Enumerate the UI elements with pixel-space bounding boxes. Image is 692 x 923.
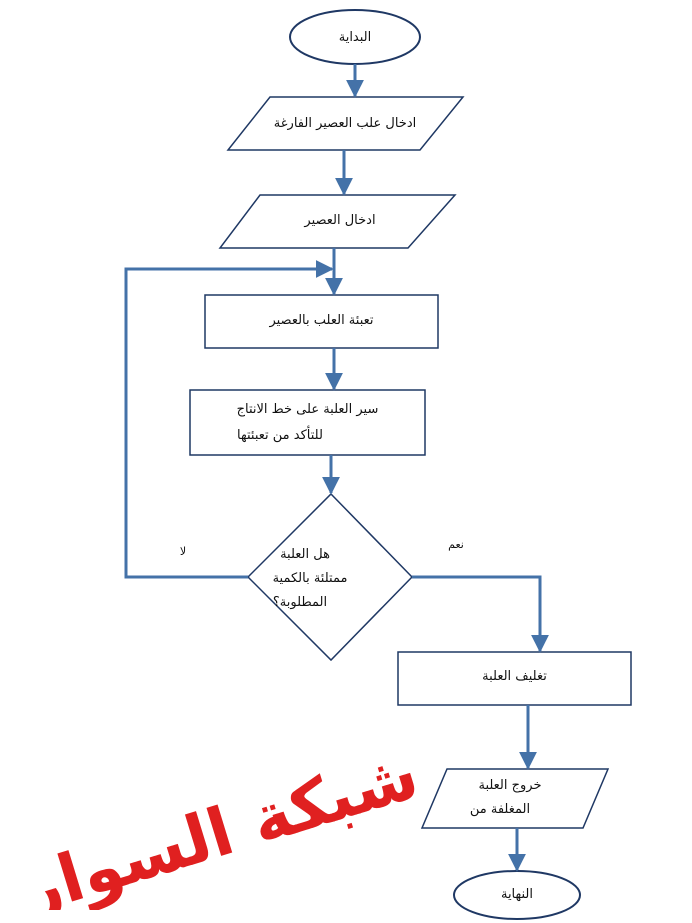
watermark-text: شبكة السوار — [22, 760, 422, 910]
conveyor-label-line2: للتأكد من تعبئتها — [237, 428, 323, 443]
decision-label-line3: المطلوبة؟ — [272, 595, 328, 610]
arrow-yes-to-wrap — [412, 575, 549, 653]
end-label: النهاية — [500, 887, 534, 902]
exit-can-label-line2: المغلفة من — [469, 802, 531, 817]
watermark: شبكة السوار — [22, 760, 422, 910]
branch-no-label: لا — [179, 545, 187, 558]
conveyor-label-line1: سير العلبة على خط الانتاج — [236, 402, 379, 417]
connectors — [124, 64, 549, 872]
exit-can-shape — [420, 768, 610, 829]
fill-cans-label: تعبئة العلب بالعصير — [269, 313, 374, 328]
input-juice-shape — [218, 194, 457, 249]
input-juice-label: ادخال العصير — [304, 213, 376, 228]
decision-label-line1: هل العلبة — [280, 547, 330, 562]
conveyor-box — [189, 389, 426, 456]
decision-diamond — [246, 492, 414, 662]
wrap-can-box — [397, 651, 632, 706]
input-empty-cans-shape — [226, 96, 465, 151]
branch-yes-label: نعم — [448, 538, 464, 551]
input-empty-cans-label: ادخال علب العصير الفارغة — [273, 116, 417, 131]
exit-can-label-line1: خروج العلبة — [478, 778, 542, 793]
fill-cans-box — [204, 294, 439, 349]
start-label: البداية — [338, 30, 372, 45]
arrow-no-loop-back — [124, 260, 334, 579]
decision-label-line2: ممتلئة بالكمية — [272, 571, 348, 586]
wrap-can-label: تغليف العلبة — [482, 669, 547, 684]
